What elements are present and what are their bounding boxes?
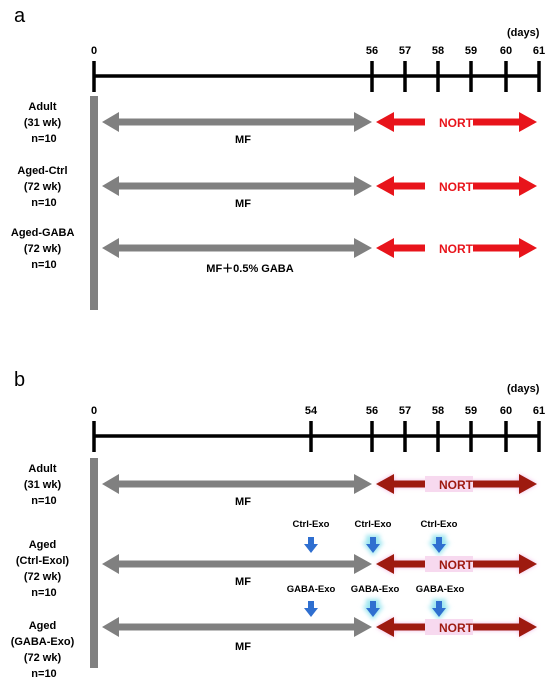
tick-label-58: 58 [432,405,444,417]
panel-a-days-label: (days) [507,27,540,39]
nort-label: NORT [439,116,474,130]
group-label: Aged-Ctrl (72 wk) n=10 [17,165,70,209]
tick-label-57: 57 [399,405,411,417]
panel-b-group-adult: Adult (31 wk) n=10 MF NORT [24,463,537,508]
panel-a: a (days) 0 56 57 58 59 60 61 Adult ( [11,5,545,310]
treatment-label: MF [235,576,251,588]
panel-a-timeline: 0 56 57 58 59 60 61 [91,45,545,92]
exo-injection-arrow-icon [304,601,318,617]
treatment-label: MF＋0.5% GABA [206,263,293,275]
tick-label-0: 0 [91,405,97,417]
mf-arrow [102,238,372,258]
panel-b-group-aged-ctrl-exo: Aged (Ctrl-Exol) (72 wk) n=10 Ctrl-Exo C… [16,519,537,599]
exo-label: GABA-Exo [287,584,336,595]
group-label: Aged (GABA-Exo) (72 wk) n=10 [11,620,78,680]
tick-label-56: 56 [366,405,378,417]
mf-arrow [102,554,372,574]
exo-injection-arrow-icon [362,535,384,556]
mf-arrow [102,617,372,637]
tick-label-61: 61 [533,405,545,417]
panel-a-group-aged-ctrl: Aged-Ctrl (72 wk) n=10 MF NORT [17,165,537,210]
nort-label-bg [425,178,473,194]
group-label: Adult (31 wk) n=10 [24,101,64,145]
exo-label: Ctrl-Exo [421,519,458,530]
group-label: Aged-GABA (72 wk) n=10 [11,227,77,271]
exo-injection-arrow-icon [362,599,384,620]
panel-b-timeline: 0 54 56 57 58 59 60 61 [91,405,545,452]
tick-label-61: 61 [533,45,545,57]
mf-arrow [102,474,372,494]
panel-a-group-adult: Adult (31 wk) n=10 MF NORT [24,101,537,146]
panel-b-days-label: (days) [507,383,540,395]
nort-label: NORT [439,478,474,492]
tick-label-57: 57 [399,45,411,57]
tick-label-56: 56 [366,45,378,57]
mf-arrow [102,112,372,132]
panel-b: b (days) 0 54 56 57 58 59 60 61 Adult [11,369,545,680]
tick-label-58: 58 [432,45,444,57]
nort-label-bg [425,240,473,256]
tick-label-60: 60 [500,45,512,57]
tick-label-59: 59 [465,45,477,57]
treatment-label: MF [235,198,251,210]
nort-label-bg [425,556,473,572]
panel-b-group-aged-gaba-exo: Aged (GABA-Exo) (72 wk) n=10 GABA-Exo GA… [11,584,537,680]
tick-label-60: 60 [500,405,512,417]
tick-label-0: 0 [91,45,97,57]
panel-a-group-bar [90,96,98,310]
nort-label: NORT [439,180,474,194]
panel-b-group-bar [90,458,98,668]
group-label: Adult (31 wk) n=10 [24,463,64,507]
tick-label-54: 54 [305,405,318,417]
group-label: Aged (Ctrl-Exol) (72 wk) n=10 [16,539,72,599]
treatment-label: MF [235,496,251,508]
nort-label: NORT [439,621,474,635]
exo-label: GABA-Exo [351,584,400,595]
panel-b-label: b [14,369,25,391]
tick-label-59: 59 [465,405,477,417]
nort-label: NORT [439,558,474,572]
panel-a-group-aged-gaba: Aged-GABA (72 wk) n=10 MF＋0.5% GABA NORT [11,227,537,275]
exo-label: Ctrl-Exo [355,519,392,530]
nort-label-bg [425,114,473,130]
mf-arrow [102,176,372,196]
exo-label: GABA-Exo [416,584,465,595]
treatment-label: MF [235,134,251,146]
exo-injection-arrow-icon [428,599,450,620]
exo-label: Ctrl-Exo [293,519,330,530]
nort-label: NORT [439,242,474,256]
exo-injection-arrow-icon [428,535,450,556]
nort-label-bg [425,619,473,635]
nort-label-bg [425,476,473,492]
treatment-label: MF [235,641,251,653]
panel-a-label: a [14,5,26,27]
exo-injection-arrow-icon [304,537,318,553]
